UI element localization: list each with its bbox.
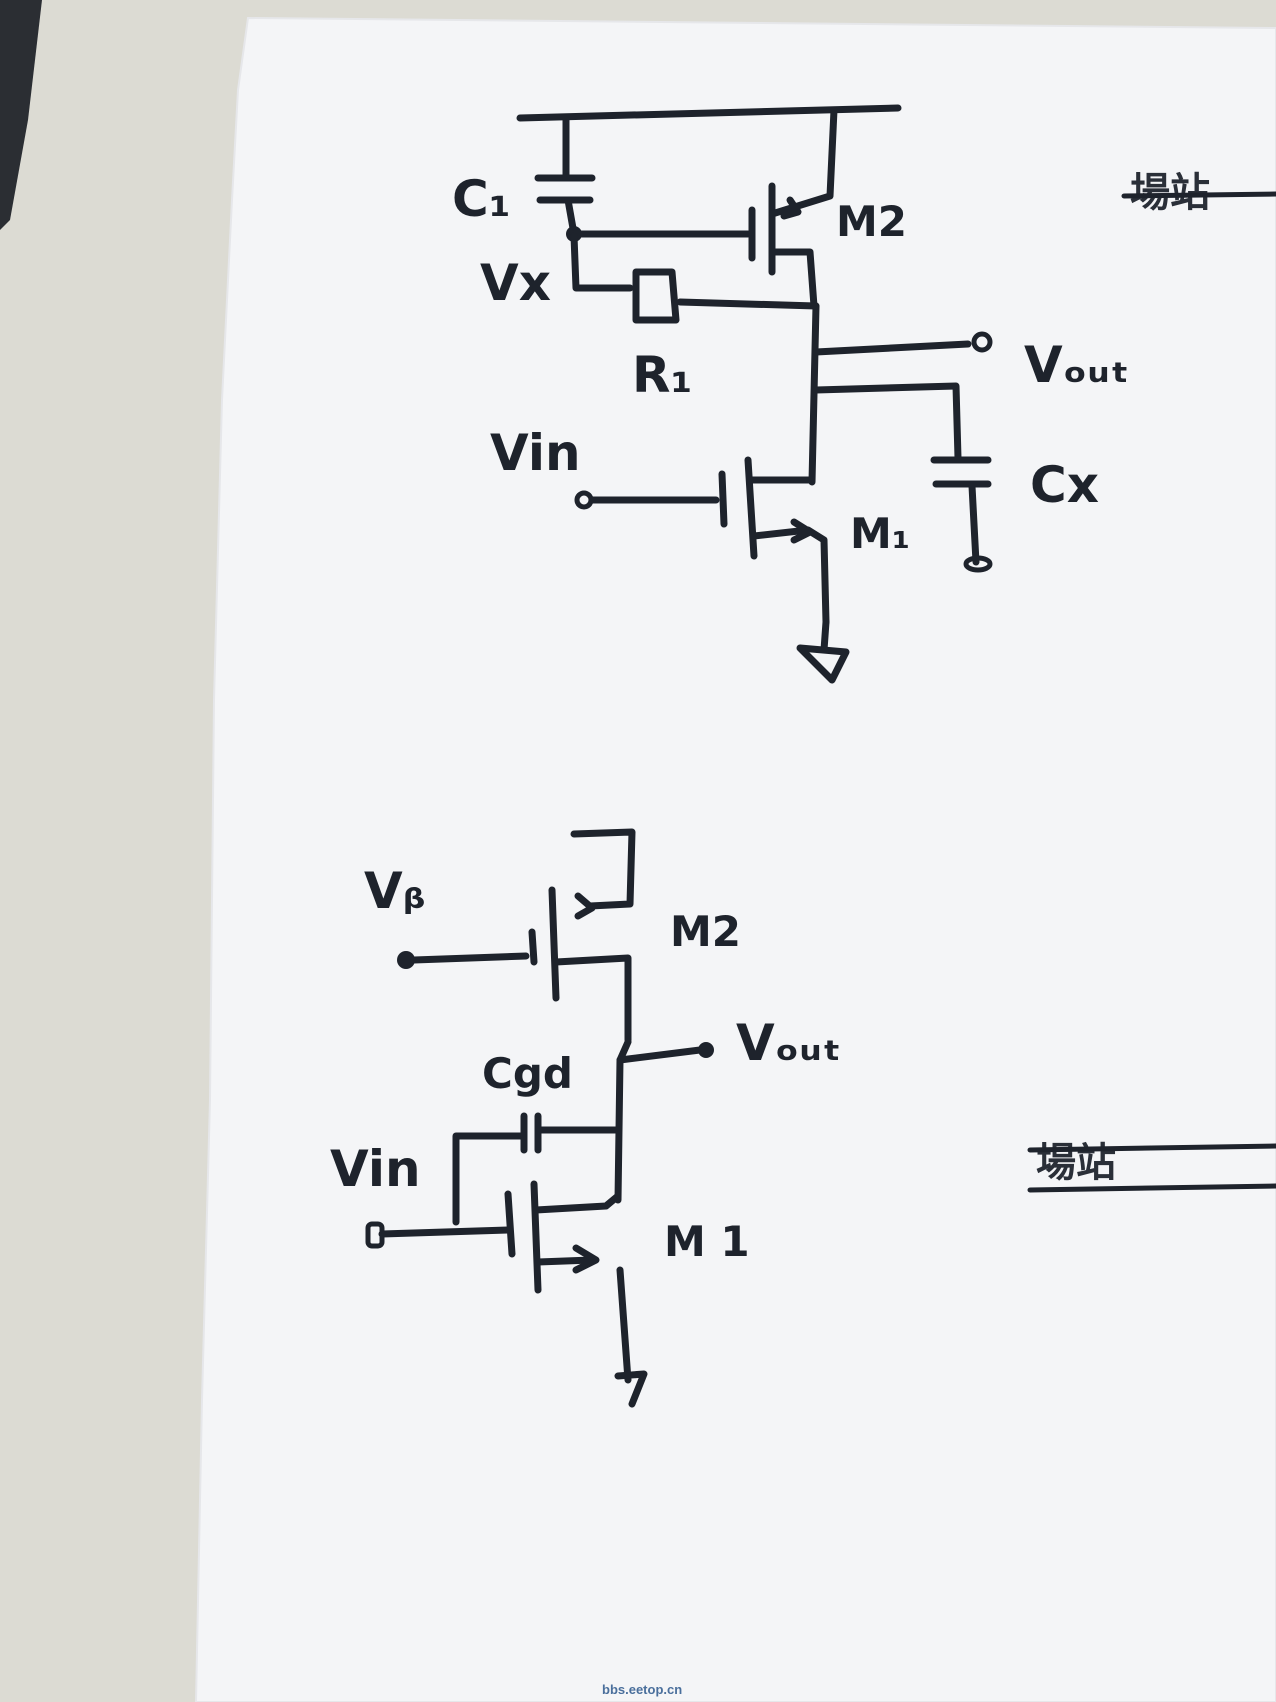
- label-m1-top: M₁: [850, 509, 910, 558]
- label-m2-top: M2: [836, 197, 907, 246]
- vb-to-gate: [410, 952, 530, 964]
- m2-source-arrow: [780, 196, 802, 220]
- m1b-source: [534, 1256, 596, 1266]
- m1b-channel: [530, 1180, 542, 1294]
- m1b-source-arrow: [572, 1244, 600, 1274]
- label-m1-bottom: M 1: [664, 1217, 750, 1266]
- cgd-to-gate: [452, 1132, 528, 1226]
- m1b-gate-bar: [504, 1190, 516, 1258]
- m1-source: [750, 526, 830, 626]
- ground-wire-top: [820, 618, 830, 654]
- label-vb: Vᵦ: [364, 862, 425, 920]
- vout-terminal-bottom: [698, 1042, 714, 1058]
- m2b-source-arrow: [574, 892, 596, 920]
- label-vx: Vx: [480, 254, 551, 312]
- watermark: bbs.eetop.cn: [602, 1682, 682, 1697]
- vb-terminal: [397, 951, 415, 969]
- m2b-gate-bar: [528, 928, 538, 966]
- m1-gate-bar: [718, 470, 728, 528]
- vin-terminal-bottom: [365, 1221, 385, 1249]
- vin-to-m1b-gate: [378, 1226, 512, 1238]
- vx-to-r1: [570, 232, 634, 292]
- label-vin-bottom: Vin: [330, 1140, 421, 1198]
- m2b-supply: [570, 828, 636, 910]
- ground-symbol-bottom: [614, 1370, 648, 1408]
- m1-source-arrow: [790, 518, 814, 544]
- r1-to-drain: [676, 298, 820, 310]
- label-r1: R₁: [632, 346, 692, 404]
- paper-sheet: [194, 16, 1276, 1702]
- label-cgd: Cgd: [482, 1049, 573, 1098]
- m1b-drain: [532, 1192, 622, 1214]
- m1b-ground-wire: [616, 1266, 632, 1384]
- strap-shadow: [0, 0, 42, 230]
- top-circuit: C₁ Vx R₁ M2 Vₒᵤₜ Vin Cx M₁: [452, 104, 1129, 684]
- label-c1: C₁: [452, 170, 511, 228]
- bleed-through-top-strike: [1121, 191, 1276, 199]
- vout-wire-bottom: [616, 1046, 704, 1064]
- bleed-through-bottom-strike-2: [1027, 1183, 1276, 1193]
- m1-channel: [744, 456, 758, 560]
- m2-drain: [768, 248, 818, 310]
- vout-wire: [812, 340, 972, 356]
- label-vout-top: Vₒᵤₜ: [1024, 336, 1129, 394]
- bleed-through-bottom-strike-1: [1027, 1143, 1276, 1153]
- label-cx: Cx: [1030, 456, 1099, 514]
- vout-terminal: [971, 331, 993, 353]
- m2b-channel: [548, 886, 560, 1002]
- cx-ground-terminal: [963, 555, 993, 573]
- r1-body: [632, 268, 680, 324]
- label-vout-bottom: Vₒᵤₜ: [736, 1014, 841, 1072]
- label-vin-top: Vin: [490, 424, 581, 482]
- label-m2-bottom: M2: [670, 907, 741, 956]
- cx-wire-bottom: [968, 482, 980, 566]
- bottom-circuit: Vᵦ M2 Vₒᵤₜ Cgd Vin M 1: [330, 828, 841, 1408]
- m2b-drain: [552, 954, 632, 1044]
- cx-wire-top: [812, 382, 962, 462]
- output-column: [808, 302, 820, 486]
